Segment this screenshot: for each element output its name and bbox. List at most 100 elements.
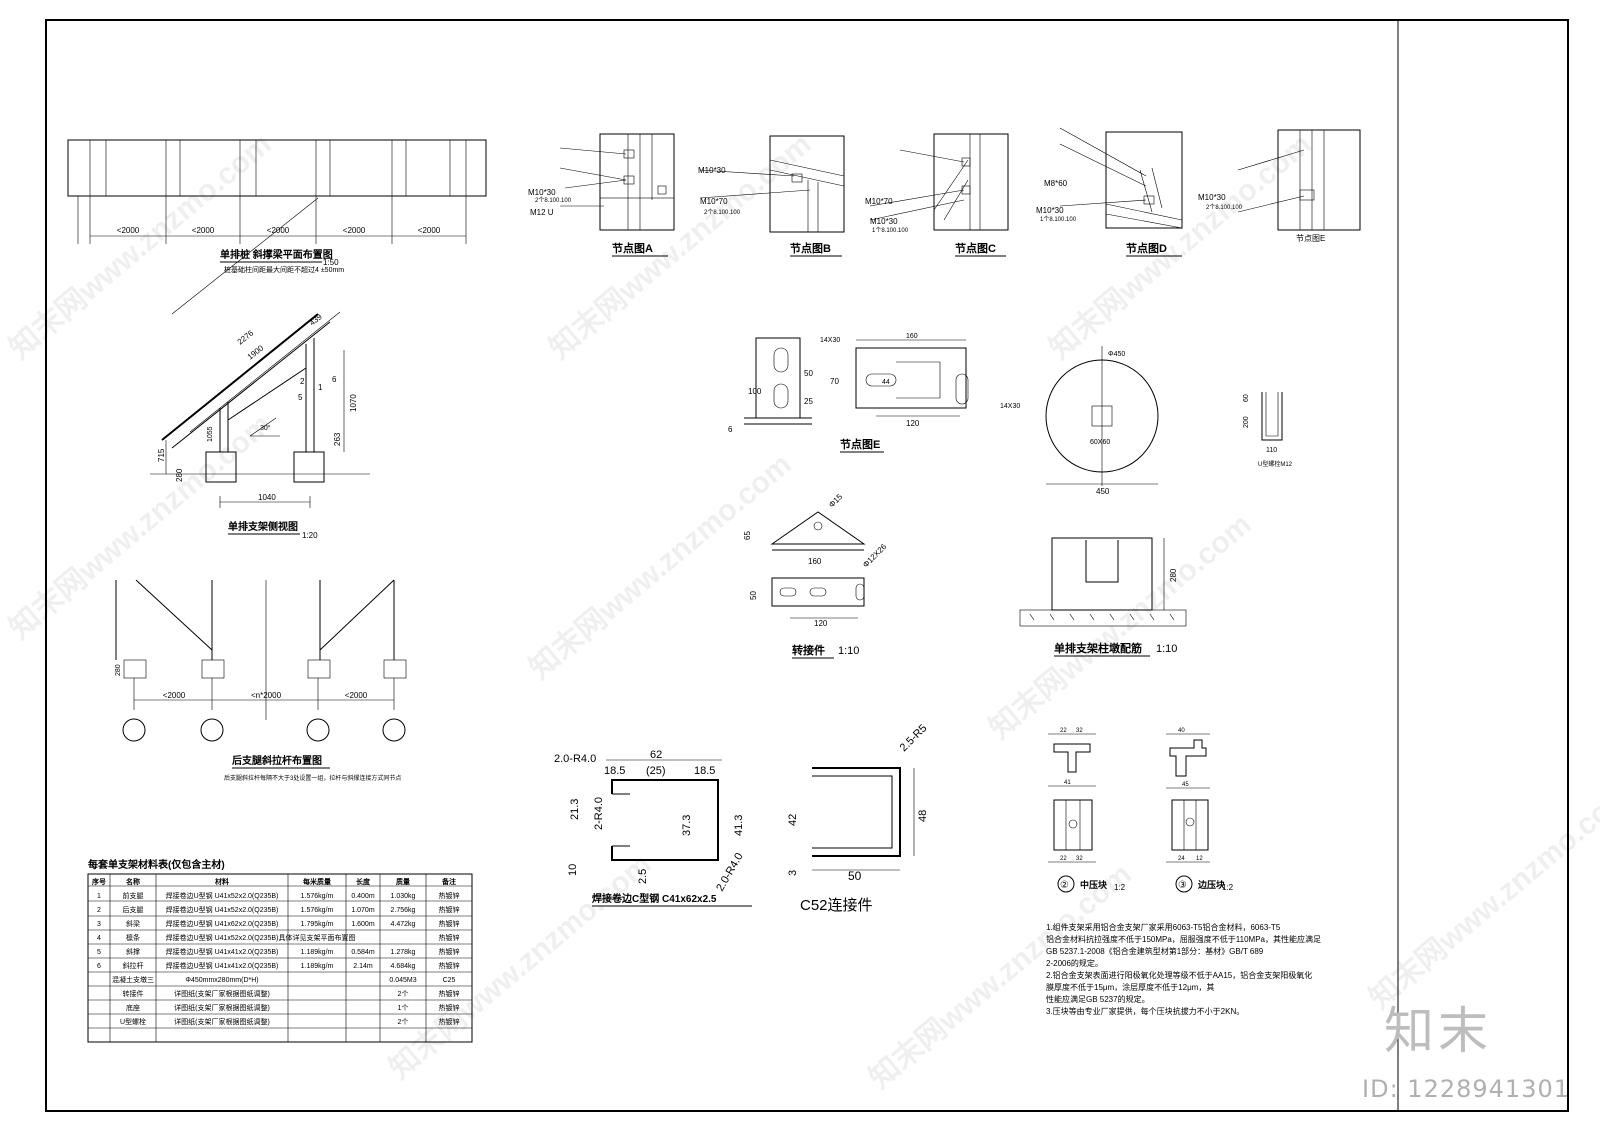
node-b-spec-sub: 2个8.100.100	[704, 209, 741, 216]
table-cell: 2个	[398, 990, 409, 998]
plan-note: 桩基础柱间距最大间距不超过4 ±50mm	[224, 265, 344, 274]
clamp-dim-2: 32	[1076, 728, 1083, 734]
note-4: 2-2006的规定。	[1046, 958, 1103, 968]
table-cell: 1.189kg/m	[301, 949, 334, 956]
c52-connector: 2.5-R5 42 48 50 3 C52连接件	[787, 722, 929, 914]
node-d-spec-sub: 1个8.100.100	[1040, 216, 1077, 223]
c52-dim-50: 50	[848, 869, 862, 883]
note-6: 膜厚度不低于15μm，涂层厚度不低于12μm，其	[1046, 982, 1214, 992]
node-d-spec1: M8*60	[1044, 179, 1068, 188]
watermark-2: 知末网www.znzmo.com	[543, 128, 817, 366]
table-cell: 详图纸(支架厂家根据图纸调整)	[174, 1003, 270, 1012]
table-cell: 热镀锌	[439, 891, 460, 900]
table-title: 每套单支架材料表(仅包含主材)	[88, 858, 225, 871]
c52-dim-3: 3	[787, 870, 799, 876]
table-cell: 焊接卷边U型钢 U41x41x2.0(Q235B)	[166, 947, 279, 956]
node-b-spec1: M10*30	[698, 166, 726, 175]
table-cell: 2	[97, 907, 101, 914]
node-b-spec2: M10*70	[700, 197, 728, 206]
part-e-dim-25: 25	[804, 397, 813, 406]
table-cell: 热镀锌	[439, 989, 460, 998]
table-cell: 焊接卷边U型钢 U41x41x2.0(Q235B)	[166, 961, 279, 970]
part-e-dim-50: 50	[804, 369, 813, 378]
table-cell: 0.584m	[351, 949, 375, 956]
side-member-5: 5	[298, 393, 303, 402]
pier-section-title: 单排支架柱墩配筋	[1054, 641, 1142, 655]
note-3: GB 5237.1-2008《铝合金建筑型材第1部分：基材》GB/T 689	[1046, 946, 1264, 956]
u-bolt-dim-110: 110	[1266, 447, 1277, 454]
side-dim-263: 263	[333, 432, 342, 446]
th-0: 序号	[91, 877, 106, 886]
node-a-spec2: M12 U	[530, 208, 554, 217]
table-cell: 4	[97, 935, 101, 942]
side-dim-2276: 2276	[236, 328, 256, 346]
table-cell: 1.030kg	[391, 893, 416, 900]
table-cell: 后支腿	[123, 905, 144, 914]
brace-span-2: <n*2000	[251, 691, 282, 700]
table-cell: 焊接卷边U型钢 U41x52x2.0(Q235B)	[166, 891, 279, 900]
node-d-spec2: M10*30	[1036, 206, 1064, 215]
part-e-title: 节点图E	[840, 437, 880, 451]
watermark-9: 知末网www.znzmo.com	[1363, 778, 1600, 1016]
table-cell: 热镀锌	[439, 919, 460, 928]
table-cell: 6	[97, 963, 101, 970]
u-bolt: 60 200 110 U型螺栓M12	[1243, 392, 1293, 468]
clamp-middle-num: ②	[1060, 880, 1069, 891]
connector-dim-50: 50	[749, 591, 758, 600]
table-cell: 斜拉杆	[123, 961, 144, 970]
connector-title: 转接件	[792, 643, 825, 657]
brace-span-1: <2000	[163, 691, 186, 700]
clamp-edge: 40 45 24 12 ③ 边压块 1:2	[1166, 728, 1234, 893]
clamp-dim-3: 41	[1064, 780, 1071, 786]
plan-span-5: <2000	[418, 226, 441, 235]
material-table: 每套单支架材料表(仅包含主材) 序号 名称 材料 每米质量 长度 质量 备注 1…	[87, 858, 473, 1043]
channel-dim-413: 41.3	[733, 815, 745, 836]
connector: 65 160 Φ15 50 120 Φ12X26 转接件 1:10	[743, 492, 889, 659]
plan-span-2: <2000	[192, 226, 215, 235]
side-view-title: 单排支架侧视图	[228, 520, 298, 533]
table-cell: 斜撑	[126, 947, 140, 956]
table-cell: 1.795kg/m	[301, 921, 334, 928]
channel-section: 62 18.5 (25) 18.5 2.0-R4.0 21.3 2-R4.0 3…	[554, 749, 752, 907]
node-a-spec-sub: 2个8.100.100	[535, 197, 572, 204]
clamp-middle-scale: 1:2	[1114, 883, 1126, 892]
part-e-dim-120: 120	[906, 419, 920, 428]
c52-title: C52连接件	[800, 897, 873, 914]
clamp-edge-dim-3: 24	[1178, 856, 1185, 862]
connector-dim-120: 120	[814, 619, 828, 628]
pier-section-dim: 280	[1169, 568, 1178, 582]
side-dim-1070: 1070	[349, 394, 358, 412]
plan-view: <2000 <2000 <2000 <2000 <2000 单排桩 斜撑梁平面布…	[67, 139, 487, 274]
table-cell: 热镀锌	[439, 1017, 460, 1026]
table-cell: 转接件	[123, 989, 144, 998]
channel-dim-25: (25)	[646, 765, 666, 777]
table-cell: 3	[97, 921, 101, 928]
brace-span-3: <2000	[345, 691, 368, 700]
clamp-edge-label: 边压块	[1197, 879, 1226, 890]
c52-dim-r: 2.5-R5	[898, 722, 930, 754]
brand-id: ID: 1228941301	[1362, 1075, 1570, 1103]
table-cell: 焊接卷边U型钢 U41x62x2.0(Q235B)	[166, 919, 279, 928]
plan-scale: 1:50	[323, 258, 339, 267]
table-cell: 1.576kg/m	[301, 907, 334, 914]
sheet-border	[45, 19, 1569, 1112]
side-member-2: 2	[300, 377, 305, 386]
note-1: 1.组件支架采用铝合金支架厂家采用6063-T5铝合金材料，6063-T5	[1046, 922, 1281, 932]
notes: 1.组件支架采用铝合金支架厂家采用6063-T5铝合金材料，6063-T5 铝合…	[1046, 922, 1321, 1016]
part-e-dim-70: 70	[830, 377, 839, 386]
th-4: 长度	[356, 877, 371, 886]
channel-dim-10: 10	[567, 864, 579, 876]
watermark-6: 知末网www.znzmo.com	[983, 508, 1257, 746]
plan-span-1: <2000	[117, 226, 140, 235]
table-cell: 混凝土支墩三	[112, 975, 154, 984]
note-8: 3.压块等由专业厂家提供，每个压块抗拔力不小于2KN。	[1046, 1006, 1244, 1016]
node-c-title: 节点图C	[955, 241, 996, 255]
node-e-label: 节点图E	[1296, 234, 1325, 243]
pier-section-scale: 1:10	[1156, 643, 1177, 655]
c52-dim-48: 48	[917, 810, 929, 822]
clamp-edge-num: ③	[1178, 880, 1187, 891]
th-2: 材料	[214, 877, 229, 886]
brace-plan: <2000 <n*2000 <2000 280 后支腿斜拉杆布置图 后支腿斜拉杆…	[115, 579, 407, 782]
table-cell: 前支腿	[123, 891, 144, 900]
